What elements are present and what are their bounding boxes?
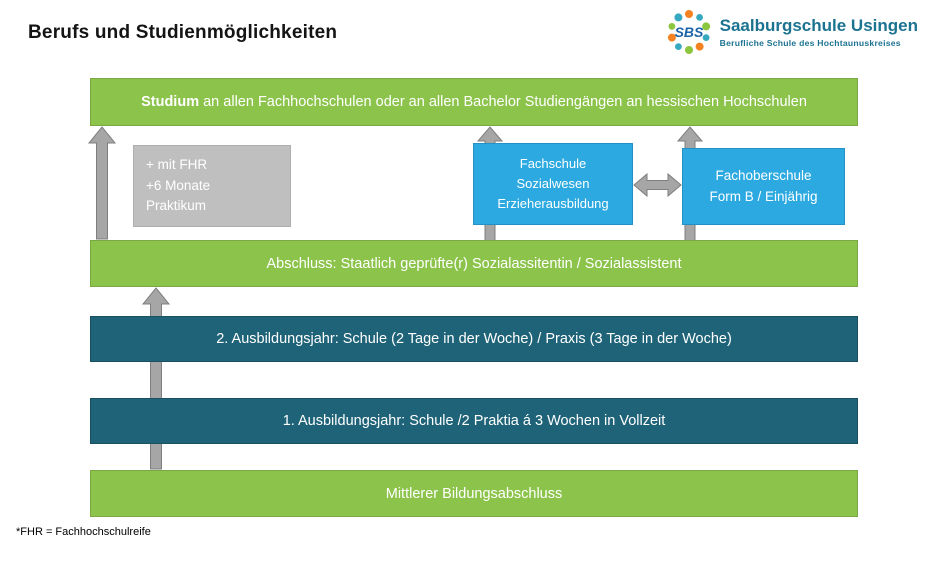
arrow-up-left-icon: [87, 126, 117, 240]
arrow-up-bottom-icon: [141, 287, 171, 470]
arrow-double-horizontal-icon: [633, 172, 682, 198]
arrow-up-fachoberschule-icon: [676, 126, 704, 151]
page-title: Berufs und Studienmöglichkeiten: [28, 22, 338, 43]
logo-subtitle: Berufliche Schule des Hochtaunuskreises: [719, 37, 901, 48]
ausbildungsjahr1-bar: 1. Ausbildungsjahr: Schule /2 Praktia á …: [90, 398, 858, 444]
logo: SBS Saalburgschule Usingen Berufliche Sc…: [665, 8, 918, 56]
mittlerer-bildungsabschluss-label: Mittlerer Bildungsabschluss: [385, 485, 563, 502]
logo-acronym: SBS: [674, 24, 703, 40]
footnote: *FHR = Fachhochschulreife: [16, 526, 151, 538]
logo-icon: SBS: [667, 10, 710, 54]
abschluss-bar-label: Abschluss: Staatlich geprüfte(r) Soziala…: [266, 255, 682, 272]
fhr-box: + mit FHR +6 Monate Praktikum: [133, 145, 291, 227]
logo-text: Saalburgschule Usingen Berufliche Schule…: [720, 16, 918, 48]
studium-bar: Studium an allen Fachhochschulen oder an…: [90, 78, 858, 126]
studium-bar-bold-label: Studium: [141, 94, 200, 110]
fachoberschule-box: Fachoberschule Form B / Einjährig: [682, 148, 845, 225]
mittlerer-bildungsabschluss-bar: Mittlerer Bildungsabschluss: [90, 470, 858, 517]
ausbildungsjahr1-bar-label: 1. Ausbildungsjahr: Schule /2 Praktia á …: [282, 413, 666, 429]
abschluss-bar: Abschluss: Staatlich geprüfte(r) Soziala…: [90, 240, 858, 287]
connector-fachschule-icon: [484, 223, 496, 242]
logo-name: Saalburgschule Usingen: [719, 16, 918, 36]
fachschule-box: Fachschule Sozialwesen Erzieherausbildun…: [473, 143, 633, 225]
ausbildungsjahr2-bar: 2. Ausbildungsjahr: Schule (2 Tage in de…: [90, 316, 858, 362]
connector-fachoberschule-icon: [684, 223, 696, 242]
ausbildungsjahr2-bar-label: 2. Ausbildungsjahr: Schule (2 Tage in de…: [216, 331, 732, 347]
studium-bar-label: an allen Fachhochschulen oder an allen B…: [199, 94, 807, 110]
